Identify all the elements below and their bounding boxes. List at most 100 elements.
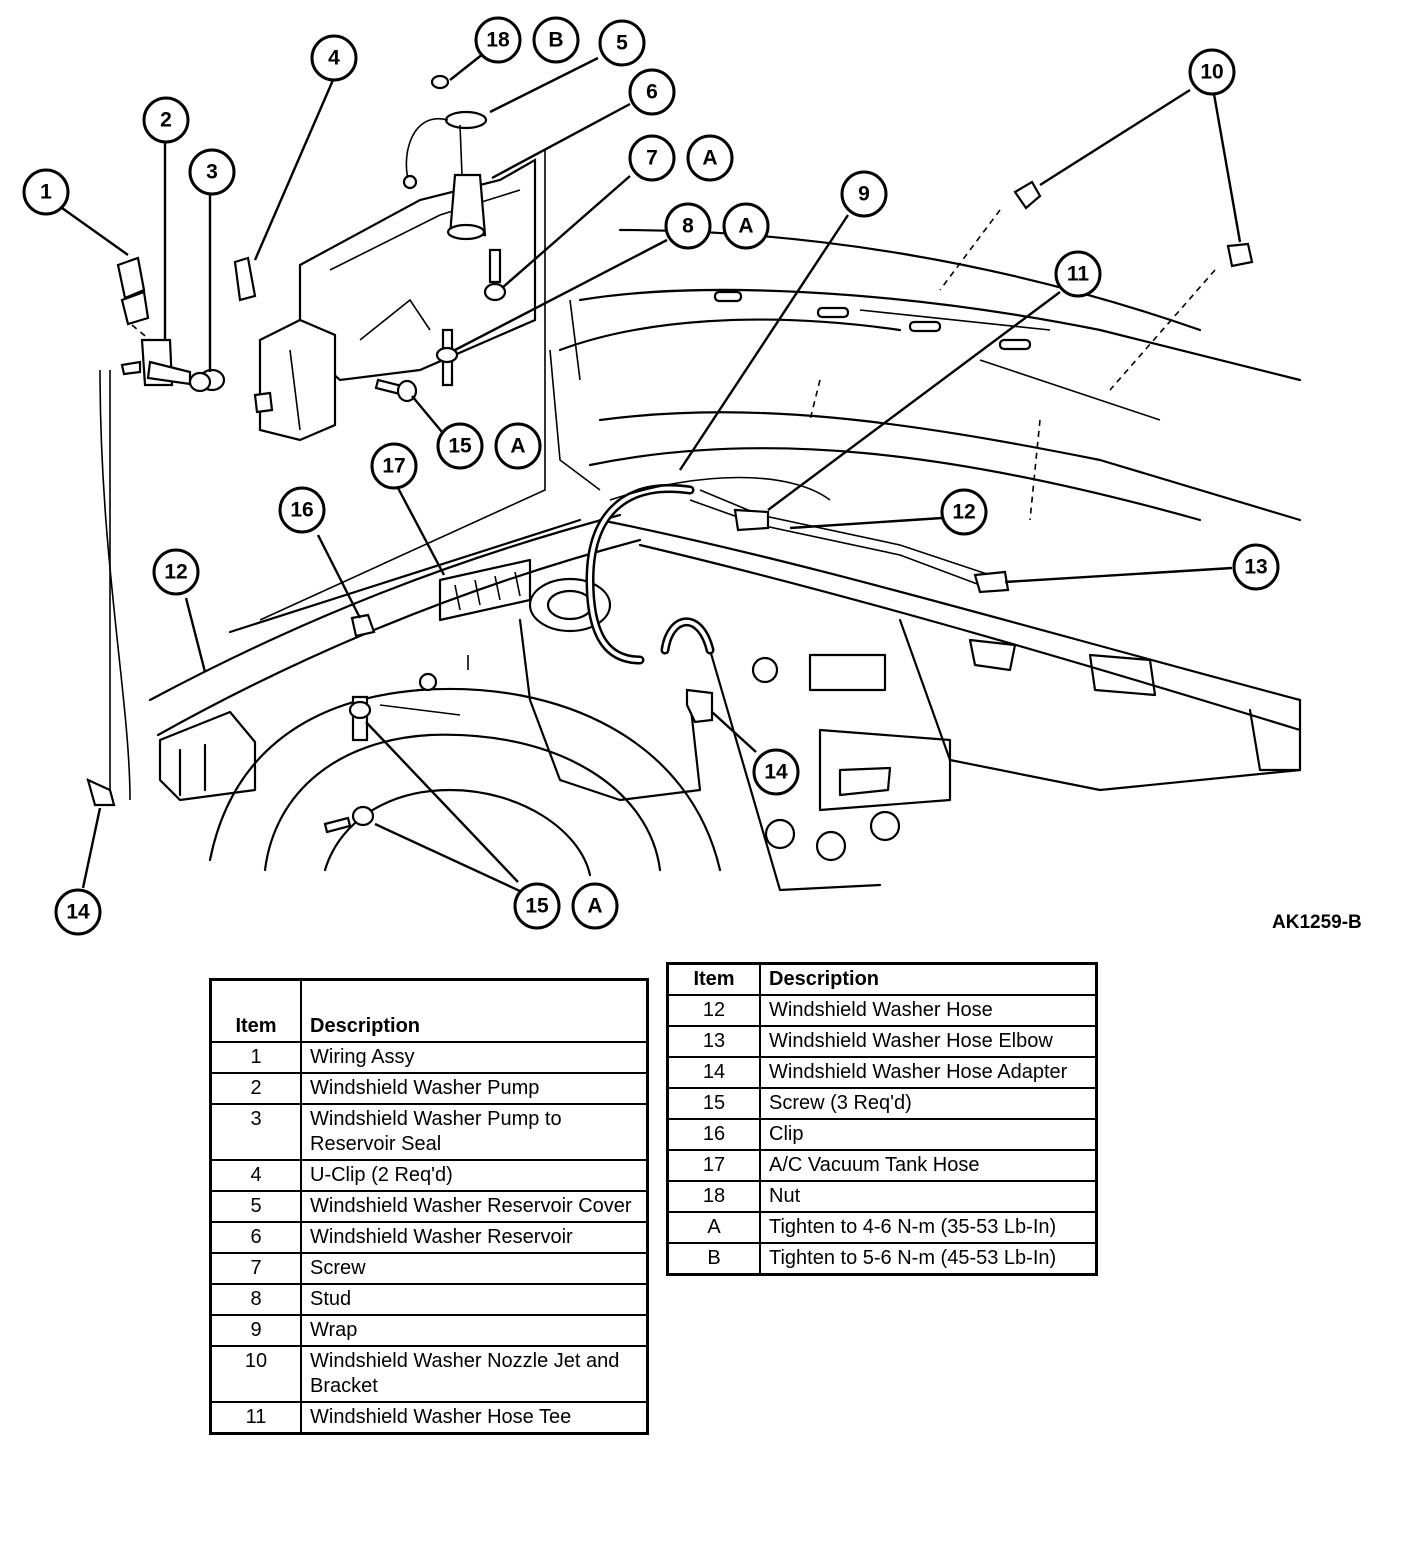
legend-item-description: Tighten to 5-6 N-m (45-53 Lb-In) bbox=[759, 1242, 1098, 1276]
callout-18-B: B bbox=[532, 16, 580, 64]
callout-3: 3 bbox=[188, 148, 236, 196]
legend-item-description: Screw (3 Req'd) bbox=[759, 1087, 1098, 1120]
fasteners bbox=[188, 248, 507, 834]
legend-item-description: Wrap bbox=[300, 1314, 649, 1347]
legend-item-number: 2 bbox=[209, 1072, 302, 1105]
svg-text:12: 12 bbox=[952, 501, 975, 524]
callout-9: 9 bbox=[840, 170, 888, 218]
legend-item-description: A/C Vacuum Tank Hose bbox=[759, 1149, 1098, 1182]
callout-15-upper-A: A bbox=[494, 422, 542, 470]
callout-11: 11 bbox=[1054, 250, 1102, 298]
legend-item-description: Windshield Washer Reservoir Cover bbox=[300, 1190, 649, 1223]
callout-15-upper: 15 bbox=[436, 422, 484, 470]
svg-text:B: B bbox=[548, 29, 563, 52]
callout-2: 2 bbox=[142, 96, 190, 144]
svg-text:2: 2 bbox=[160, 109, 172, 132]
callout-15-lower: 15 bbox=[513, 882, 561, 930]
nozzle-jets bbox=[1013, 180, 1254, 268]
legend-item-number: 13 bbox=[666, 1025, 761, 1058]
svg-text:18: 18 bbox=[486, 29, 510, 52]
callout-13: 13 bbox=[1232, 543, 1280, 591]
svg-text:12: 12 bbox=[164, 561, 187, 584]
legend-item-number: 10 bbox=[209, 1345, 302, 1403]
callout-8-A: A bbox=[722, 202, 770, 250]
legend-item-number: 6 bbox=[209, 1221, 302, 1254]
svg-text:17: 17 bbox=[382, 455, 405, 478]
washer-pump bbox=[116, 256, 226, 392]
svg-text:15: 15 bbox=[448, 435, 472, 458]
callout-15-lower-A: A bbox=[571, 882, 619, 930]
legend-item-description: Clip bbox=[759, 1118, 1098, 1151]
legend-item-number: 17 bbox=[666, 1149, 761, 1182]
washer-reservoir bbox=[258, 74, 537, 442]
callout-7-A: A bbox=[686, 134, 734, 182]
svg-text:16: 16 bbox=[290, 499, 313, 522]
legend-item-description: Screw bbox=[300, 1252, 649, 1285]
legend-item-number: 18 bbox=[666, 1180, 761, 1213]
callout-12-left: 12 bbox=[152, 548, 200, 596]
description-header: Description bbox=[300, 978, 649, 1043]
callout-6: 6 bbox=[628, 68, 676, 116]
legend-item-number: 8 bbox=[209, 1283, 302, 1316]
callout-14-left: 14 bbox=[54, 888, 102, 936]
svg-text:13: 13 bbox=[1244, 556, 1267, 579]
legend-item-number: 12 bbox=[666, 994, 761, 1027]
legend-item-description: Windshield Washer Pump to Reservoir Seal bbox=[300, 1103, 649, 1161]
svg-text:9: 9 bbox=[858, 183, 870, 206]
legend-item-number: 14 bbox=[666, 1056, 761, 1089]
svg-text:14: 14 bbox=[764, 761, 788, 784]
svg-text:11: 11 bbox=[1067, 263, 1090, 286]
legend-item-description: Windshield Washer Pump bbox=[300, 1072, 649, 1105]
legend-item-description: Windshield Washer Reservoir bbox=[300, 1221, 649, 1254]
legend-item-number: B bbox=[666, 1242, 761, 1276]
svg-text:3: 3 bbox=[206, 161, 218, 184]
svg-text:5: 5 bbox=[616, 32, 628, 55]
legend-item-description: Windshield Washer Hose Adapter bbox=[759, 1056, 1098, 1089]
svg-text:A: A bbox=[510, 435, 525, 458]
legend-item-number: 11 bbox=[209, 1401, 302, 1435]
svg-text:10: 10 bbox=[1200, 61, 1223, 84]
callout-17: 17 bbox=[370, 442, 418, 490]
legend-item-description: Wiring Assy bbox=[300, 1041, 649, 1074]
svg-text:A: A bbox=[738, 215, 753, 238]
legend-item-number: 15 bbox=[666, 1087, 761, 1120]
svg-text:14: 14 bbox=[66, 901, 90, 924]
item-header: Item bbox=[209, 978, 302, 1043]
callout-4: 4 bbox=[310, 34, 358, 82]
svg-text:A: A bbox=[702, 147, 717, 170]
svg-text:7: 7 bbox=[646, 147, 658, 170]
svg-text:8: 8 bbox=[682, 215, 694, 238]
legend-item-description: Windshield Washer Hose bbox=[759, 994, 1098, 1027]
callout-5: 5 bbox=[598, 19, 646, 67]
legend-item-number: 9 bbox=[209, 1314, 302, 1347]
description-header: Description bbox=[759, 962, 1098, 996]
legend-item-description: Windshield Washer Hose Elbow bbox=[759, 1025, 1098, 1058]
legend-item-description: Tighten to 4-6 N-m (35-53 Lb-In) bbox=[759, 1211, 1098, 1244]
figure-code: AK1259-B bbox=[1272, 912, 1362, 933]
svg-text:4: 4 bbox=[328, 47, 340, 70]
leader-lines bbox=[61, 41, 1242, 894]
item-header: Item bbox=[666, 962, 761, 996]
svg-text:15: 15 bbox=[525, 895, 549, 918]
legend-item-number: 16 bbox=[666, 1118, 761, 1151]
callout-1: 1 bbox=[22, 168, 70, 216]
legend-item-description: Nut bbox=[759, 1180, 1098, 1213]
legend-item-description: Windshield Washer Hose Tee bbox=[300, 1401, 649, 1435]
callout-18: 18 bbox=[474, 16, 522, 64]
